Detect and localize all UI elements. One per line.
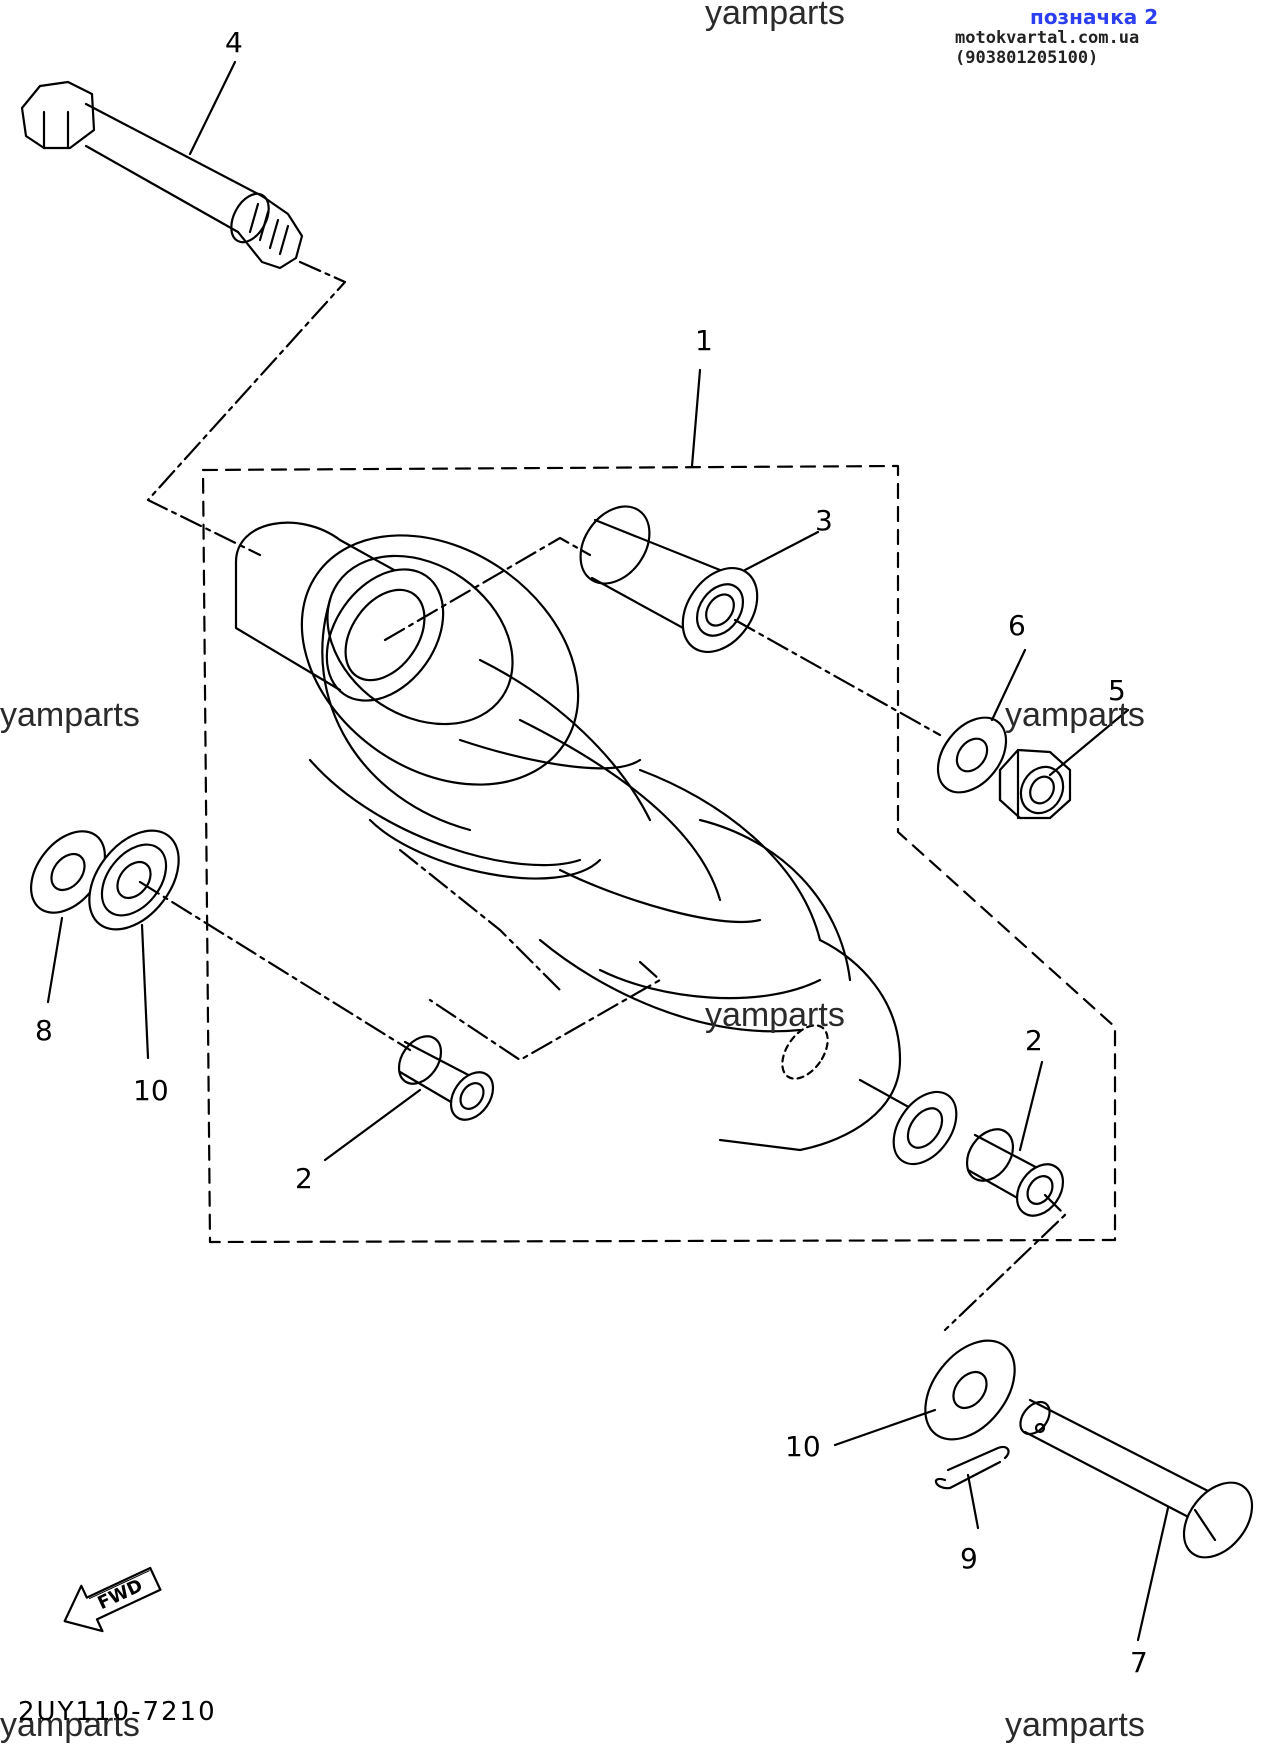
leader-2-right [1018,1060,1044,1152]
leader-2-left [323,1088,422,1162]
washer-part-6 [936,716,1008,794]
leader-10-left [140,923,150,1060]
callout-1: 1 [695,324,713,357]
leader-8 [46,916,64,1004]
callout-10-left: 10 [133,1074,169,1107]
callout-2-left: 2 [295,1162,313,1195]
watermark-top: yamparts [705,0,845,32]
nut-part-5 [998,748,1072,820]
variant-label: позначка 2 [1030,5,1159,29]
centerline-3 [733,618,942,737]
callout-5: 5 [1108,674,1126,707]
collar-part-2-right [965,1128,1065,1217]
callout-3: 3 [815,504,833,537]
callout-4: 4 [225,26,243,59]
oil-seal-part-10-left [88,829,180,931]
shock-absorber-part-1 [234,521,958,1166]
centerline-lower-right [943,1193,1067,1332]
callout-8: 8 [35,1014,53,1047]
fwd-arrow-icon [63,1566,162,1633]
callout-10-right: 10 [785,1430,821,1463]
callout-6: 6 [1008,609,1026,642]
oil-seal-part-10-right [924,1339,1016,1441]
watermark-right: yamparts [1005,696,1145,734]
centerline-4 [146,260,347,557]
leader-7 [1136,1506,1170,1642]
centerline-top [383,536,592,642]
callout-7: 7 [1130,1646,1148,1679]
assembly-boundary [201,464,1117,1244]
pivot-pin-part-7 [1019,1398,1254,1559]
diagram-code: 2UY110-7210 [18,1697,217,1727]
collar-part-3 [579,505,759,654]
callout-9: 9 [960,1542,978,1575]
collar-part-2-left [397,1035,495,1121]
site-reference: motokvartal.com.ua (903801205100) [955,28,1140,68]
leader-5 [1048,708,1130,777]
leader-9 [966,1473,980,1530]
centerline-10-left [138,880,412,1052]
leader-4 [188,60,237,156]
centerline-lower [428,960,662,1062]
leader-1 [690,368,702,468]
washer-part-8 [30,830,106,914]
callout-2-right: 2 [1025,1024,1043,1057]
centerline-spring [398,848,562,992]
watermark-left: yamparts [0,696,140,734]
leader-3 [743,530,820,572]
bolt-part-4 [20,80,304,270]
watermark-bottom-left: yamparts [0,1706,140,1744]
cotter-pin-part-9 [934,1445,1010,1490]
watermark-center: yamparts [705,996,845,1034]
leader-10-right [833,1408,937,1447]
leader-6 [990,648,1027,722]
watermark-bottom-right: yamparts [1005,1706,1145,1744]
